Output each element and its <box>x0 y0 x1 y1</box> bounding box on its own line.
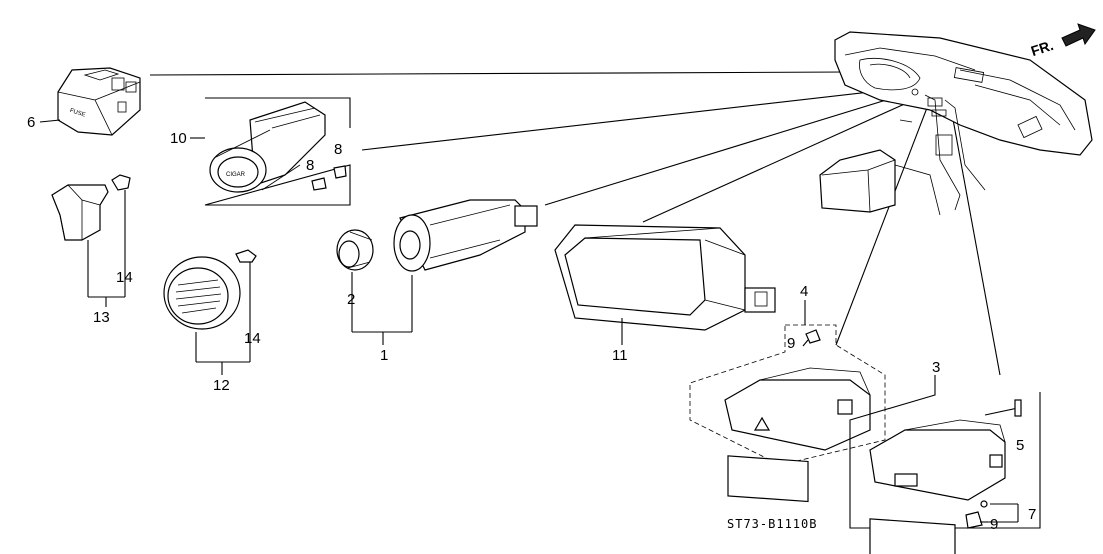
fuse-switch-marking: FUSE <box>69 108 86 119</box>
callout-2: 2 <box>347 291 355 308</box>
part-7-ring <box>980 500 988 508</box>
hazard-triangle-icon <box>753 416 771 431</box>
callout-10: 10 <box>170 130 187 147</box>
part-5-bulb <box>984 407 1019 416</box>
front-arrow-icon <box>1061 23 1096 47</box>
leader-4 <box>835 99 931 346</box>
front-label: FR. <box>1029 37 1055 59</box>
cigar-knob-marking: CIGAR <box>226 172 246 178</box>
part-14-clip-b <box>235 249 257 263</box>
diagram-code: ST73-B1110B <box>727 517 817 531</box>
callout-ticks <box>105 297 988 523</box>
leader-10 <box>361 87 906 151</box>
defrost-button-icon <box>894 473 918 487</box>
leader-3 <box>949 102 1001 376</box>
callout-1: 1 <box>380 347 388 364</box>
part-3-defrost-switch <box>849 375 1041 554</box>
leader-lines <box>149 71 1001 376</box>
front-indicator: FR. <box>1029 23 1096 59</box>
screw-9b-icon <box>965 511 983 529</box>
callout-14a: 14 <box>116 269 133 286</box>
part-13-bracket <box>51 174 131 298</box>
callout-6: 6 <box>27 114 35 131</box>
callout-8b: 8 <box>306 157 314 174</box>
part-11-pocket <box>554 224 776 345</box>
callout-12: 12 <box>213 377 230 394</box>
callout-3: 3 <box>932 359 940 376</box>
part-10-lighter-assembly: CIGAR <box>190 97 351 206</box>
callout-5: 5 <box>1016 437 1024 454</box>
callout-13: 13 <box>93 309 110 326</box>
callout-9b: 9 <box>990 516 998 533</box>
callout-11: 11 <box>612 347 628 364</box>
callout-9a: 9 <box>787 335 795 352</box>
dashboard-illustration <box>819 31 1093 216</box>
callout-4: 4 <box>800 283 808 300</box>
leader-1 <box>544 91 913 206</box>
screw-8b-icon <box>311 177 327 191</box>
callout-7: 7 <box>1028 506 1036 523</box>
part-6-fuse-switch: FUSE <box>39 67 141 136</box>
screw-8a-icon <box>333 165 347 179</box>
callout-14b: 14 <box>244 330 261 347</box>
leader-11 <box>642 96 921 223</box>
leader-6 <box>149 71 849 76</box>
part-14-clip-a <box>111 174 131 191</box>
part-1-lighter-socket <box>336 199 538 333</box>
part-12-knob <box>163 249 257 363</box>
callout-8a: 8 <box>334 141 342 158</box>
screw-9a-icon <box>805 329 821 344</box>
callout-labels: 1 2 3 4 5 6 7 8 8 9 9 10 11 12 13 14 14 <box>27 114 1036 533</box>
part-4-hazard-switch <box>689 300 886 503</box>
